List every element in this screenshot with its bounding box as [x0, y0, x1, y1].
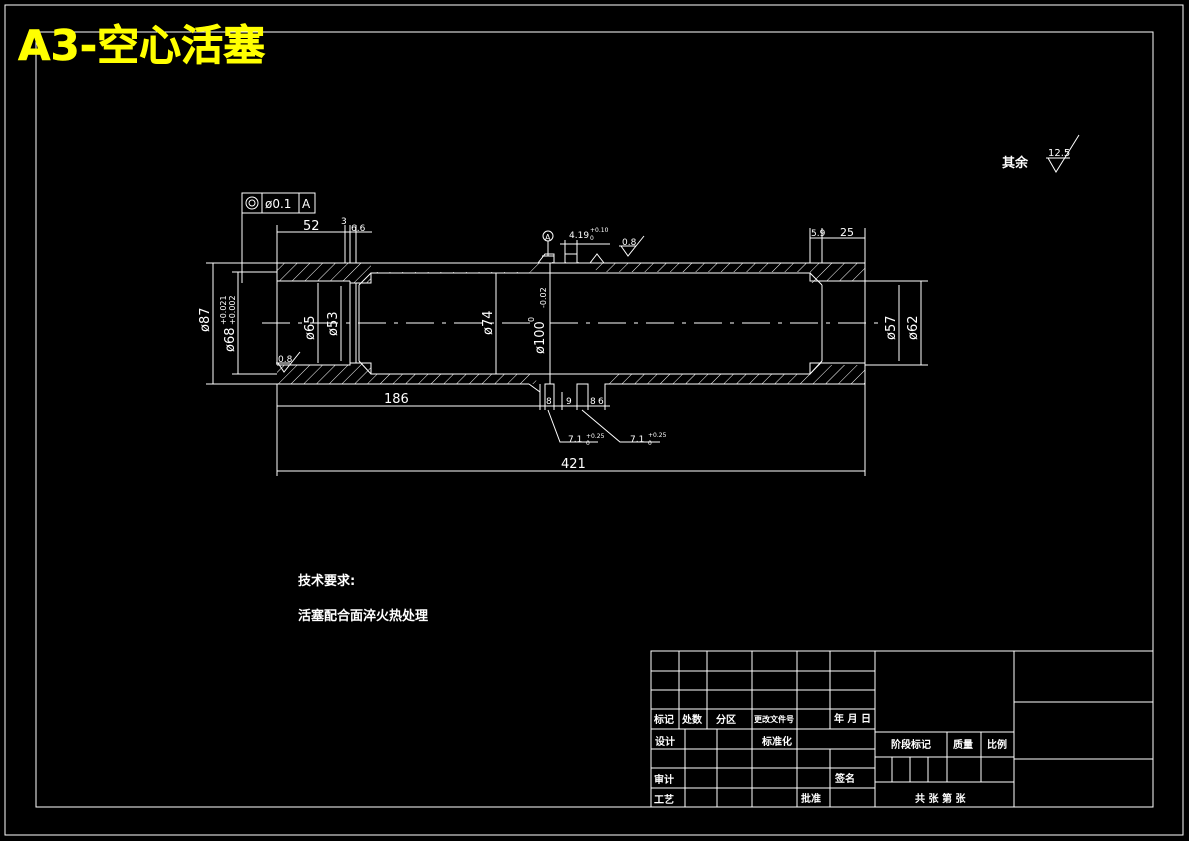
inner-border	[35, 31, 1154, 808]
svg-text:0: 0	[527, 317, 536, 322]
svg-text:阶段标记: 阶段标记	[891, 738, 931, 751]
svg-text:批准: 批准	[801, 792, 821, 805]
svg-text:更改文件号: 更改文件号	[754, 714, 794, 724]
svg-text:3: 3	[341, 217, 347, 227]
svg-text:审计: 审计	[654, 773, 674, 786]
svg-text:ø74: ø74	[481, 311, 496, 336]
svg-text:+0.10: +0.10	[590, 227, 609, 234]
svg-text:A: A	[545, 233, 551, 242]
svg-text:52: 52	[303, 219, 320, 234]
roughness-symbol-icon	[620, 235, 645, 257]
svg-text:8: 8	[590, 397, 596, 407]
svg-text:0: 0	[590, 235, 594, 242]
concentricity-icon	[245, 196, 259, 210]
svg-text:处数: 处数	[681, 713, 703, 726]
svg-text:签名: 签名	[834, 772, 855, 785]
tolerance-frame: ø0.1 A	[241, 192, 316, 283]
svg-text:ø62: ø62	[906, 316, 921, 341]
svg-text:7.1: 7.1	[630, 435, 644, 445]
svg-text:6: 6	[598, 397, 604, 407]
drawing-title: A3-空心活塞	[18, 21, 265, 70]
svg-text:-0.02: -0.02	[539, 287, 548, 308]
svg-text:8: 8	[546, 397, 552, 407]
roughness-symbol-icon	[277, 351, 301, 373]
svg-text:ø100: ø100	[533, 321, 548, 354]
top-groove-dimension: 4.19 +0.10 0 0.8	[560, 227, 645, 257]
tech-req-line: 活塞配合面淬火热处理	[298, 608, 428, 624]
left-diameter-dimensions: ø87 ø68 +0.021 +0.002 ø65 ø53 0.8	[198, 262, 342, 385]
svg-text:0: 0	[648, 440, 652, 447]
roughness-symbol-icon	[1047, 134, 1080, 173]
right-diameter-dimensions: ø57 ø62	[865, 280, 928, 366]
svg-text:0: 0	[586, 440, 590, 447]
svg-text:年 月 日: 年 月 日	[834, 712, 871, 725]
svg-text:+0.021: +0.021	[219, 295, 228, 325]
svg-text:比例: 比例	[987, 738, 1007, 751]
tech-req-heading: 技术要求:	[298, 573, 355, 589]
svg-text:ø65: ø65	[303, 316, 318, 341]
roughness-value: 12.5	[1048, 148, 1070, 159]
tolerance-datum: A	[302, 197, 311, 211]
svg-text:421: 421	[561, 457, 586, 472]
bottom-dimensions: 186 8 9 8 6 7.1 +0.25 0 7.1 +0.25 0 421	[276, 384, 866, 476]
svg-text:+0.25: +0.25	[648, 432, 667, 439]
svg-text:0.8: 0.8	[622, 238, 637, 248]
part-section	[276, 253, 866, 393]
svg-text:9: 9	[566, 397, 572, 407]
svg-text:4.19: 4.19	[569, 231, 589, 241]
svg-text:工艺: 工艺	[654, 793, 674, 806]
svg-text:ø57: ø57	[884, 316, 899, 341]
top-left-dimensions: 52 3 6.6	[276, 217, 372, 263]
svg-text:+0.25: +0.25	[586, 433, 605, 440]
svg-text:标准化: 标准化	[761, 735, 792, 748]
svg-text:ø53: ø53	[326, 312, 341, 337]
svg-text:7.1: 7.1	[568, 435, 582, 445]
svg-text:25: 25	[840, 226, 854, 239]
middle-diameter-dimensions: ø74 ø100 0 -0.02	[481, 263, 551, 384]
top-right-dimensions: 5.9 25	[809, 226, 866, 263]
svg-text:+0.002: +0.002	[228, 295, 237, 325]
svg-text:设计: 设计	[655, 735, 675, 748]
tolerance-value: ø0.1	[265, 197, 291, 211]
svg-text:标记: 标记	[653, 713, 674, 726]
svg-text:分区: 分区	[716, 713, 736, 726]
title-block: 标记 处数 分区 更改文件号 年 月 日 设计 标准化 审计 工艺 批准 签名 …	[650, 650, 1154, 808]
svg-text:6.6: 6.6	[351, 224, 366, 234]
svg-text:质量: 质量	[953, 738, 973, 751]
datum-symbol: A	[542, 230, 554, 257]
roughness-label: 其余	[1002, 155, 1029, 171]
svg-text:0.8: 0.8	[278, 355, 293, 365]
svg-text:186: 186	[384, 392, 409, 407]
svg-text:ø68: ø68	[223, 328, 238, 353]
svg-text:共 张 第 张: 共 张 第 张	[915, 792, 966, 805]
svg-text:5.9: 5.9	[811, 229, 826, 239]
svg-text:ø87: ø87	[198, 308, 213, 333]
outer-border	[4, 4, 1184, 836]
